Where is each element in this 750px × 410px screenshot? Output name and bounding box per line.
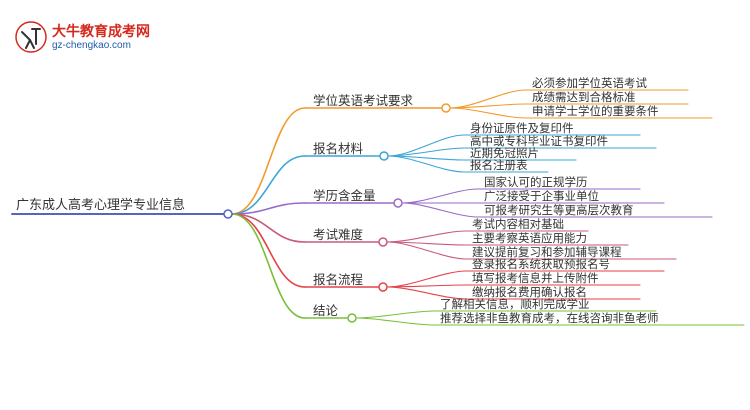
- branch-link: [231, 213, 306, 319]
- branch-toggle-node[interactable]: [378, 282, 388, 292]
- leaf-label: 申请学士学位的重要条件: [532, 104, 659, 118]
- leaf-label: 主要考察英语应用能力: [472, 231, 587, 245]
- branch-label: 报名流程: [313, 272, 364, 287]
- leaf-label: 广泛接受于企事业单位: [484, 189, 599, 203]
- leaf-link: [401, 202, 479, 218]
- leaf-label: 报名注册表: [470, 158, 528, 172]
- leaf-link: [449, 89, 527, 109]
- leaf-link: [386, 241, 467, 260]
- leaf-link: [449, 107, 527, 119]
- leaf-link: [386, 270, 467, 288]
- branch-toggle-node[interactable]: [379, 151, 389, 161]
- branch-label: 报名材料: [313, 141, 364, 156]
- branch-toggle-node[interactable]: [378, 237, 388, 247]
- leaf-link: [355, 310, 435, 319]
- leaf-label: 身份证原件及复印件: [470, 121, 574, 135]
- leaf-link: [386, 230, 467, 243]
- branch-label: 考试难度: [313, 227, 364, 242]
- branch-link: [231, 213, 306, 243]
- leaf-link: [386, 286, 467, 300]
- leaf-link: [449, 103, 527, 109]
- leaf-link: [401, 188, 479, 204]
- brand-title: 大牛教育成考网: [52, 24, 150, 40]
- branch-label: 学位英语考试要求: [313, 93, 414, 108]
- leaf-label: 推荐选择非鱼教育成考，在线咨询非鱼老师: [440, 311, 659, 325]
- branch-label: 结论: [313, 303, 339, 318]
- leaf-label: 了解相关信息，顺利完成学业: [440, 297, 590, 311]
- leaf-label: 缴纳报名费用确认报名: [472, 285, 587, 299]
- branch-toggle-node[interactable]: [393, 198, 403, 208]
- leaf-label: 成绩需达到合格标准: [532, 90, 636, 104]
- branch-toggle-node[interactable]: [441, 103, 451, 113]
- root-node-label: 广东成人高考心理学专业信息: [16, 198, 186, 213]
- leaf-link: [387, 155, 465, 161]
- leaf-link: [387, 134, 465, 157]
- leaf-label: 填写报考信息并上传附件: [472, 271, 599, 285]
- leaf-label: 必须参加学位英语考试: [532, 76, 647, 90]
- leaf-link: [387, 155, 465, 173]
- leaf-label: 可报考研究生等更高层次教育: [484, 203, 634, 217]
- root-toggle-node[interactable]: [223, 209, 233, 219]
- branch-toggle-node[interactable]: [347, 313, 357, 323]
- leaf-label: 考试内容相对基础: [472, 217, 564, 231]
- logo-mark-icon: [15, 21, 47, 53]
- leaf-label: 国家认可的正规学历: [484, 175, 588, 189]
- leaf-label: 高中或专科毕业证书复印件: [470, 134, 608, 148]
- branch-link: [231, 202, 306, 215]
- branch-link: [231, 155, 306, 215]
- leaf-link: [355, 317, 435, 326]
- branch-link: [231, 213, 306, 288]
- brand-logo: 大牛教育成考网 gz-chengkao.com: [14, 18, 174, 58]
- brand-url: gz-chengkao.com: [52, 40, 131, 51]
- branch-link: [231, 107, 306, 215]
- leaf-label: 登录报名系统获取预报名号: [472, 257, 610, 271]
- leaf-label: 建议提前复习和参加辅导课程: [472, 245, 622, 259]
- branch-label: 学历含金量: [313, 188, 376, 203]
- leaf-label: 近期免冠照片: [470, 146, 539, 160]
